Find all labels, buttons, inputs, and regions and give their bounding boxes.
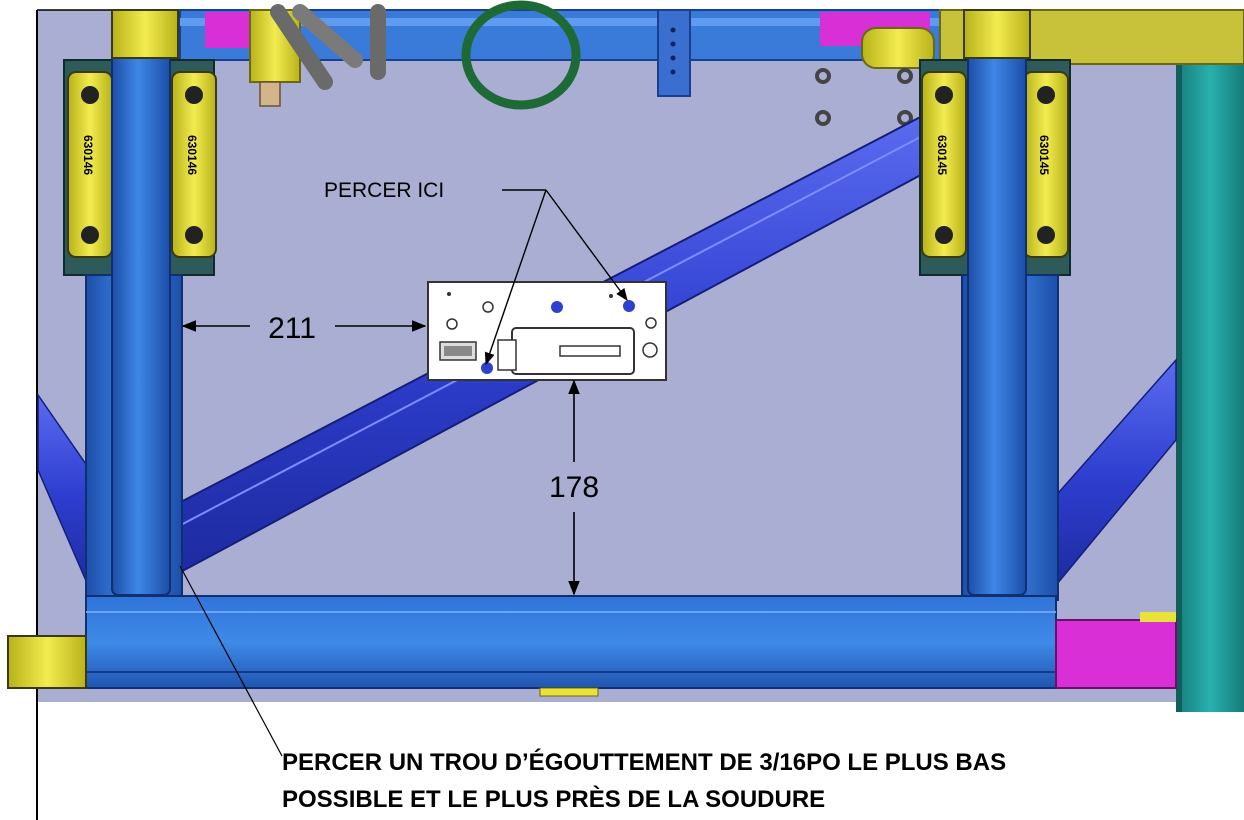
part-label-left-outer: 630146: [81, 135, 95, 175]
dimension-211-label: 211: [268, 312, 316, 345]
teal-side-post: [1176, 64, 1244, 712]
green-ring: [461, 0, 581, 110]
hanging-tab: [657, 9, 691, 97]
left-post-cap: [111, 9, 179, 59]
gray-rod-2: [292, 4, 363, 68]
hole-marker-left: [481, 362, 493, 374]
yellow-cylinder: [861, 27, 935, 69]
magenta-block-bottom-right: [1055, 619, 1177, 689]
left-clamp-pad-inner: [171, 71, 217, 258]
dimension-178-label: 178: [549, 471, 599, 504]
right-post-cap: [963, 9, 1031, 59]
right-clamp-pad-inner: [921, 71, 967, 258]
yellow-block-bottom-left: [7, 635, 87, 689]
part-label-right-outer: 630145: [1037, 135, 1051, 175]
hole-marker-right: [623, 300, 635, 312]
drain-hole-note-line-2: POSSIBLE ET LE PLUS PRÈS DE LA SOUDURE: [282, 785, 825, 813]
bottom-horizontal-beam: [85, 595, 1057, 689]
left-post-tube: [111, 39, 171, 596]
right-post-tube: [967, 39, 1027, 596]
callout-leader-left: [484, 189, 547, 366]
callout-leader-right: [545, 189, 628, 302]
drain-hole-leader: [179, 565, 283, 757]
callout-drill-here: PERCER ICI: [324, 179, 444, 202]
part-label-left-inner: 630146: [185, 135, 199, 175]
drain-hole-note-line-1: PERCER UN TROU D’ÉGOUTTEMENT DE 3/16PO L…: [282, 748, 1006, 776]
hole-marker-center: [551, 301, 563, 313]
part-label-right-inner: 630145: [935, 135, 949, 175]
gray-rod-1: [270, 4, 333, 90]
